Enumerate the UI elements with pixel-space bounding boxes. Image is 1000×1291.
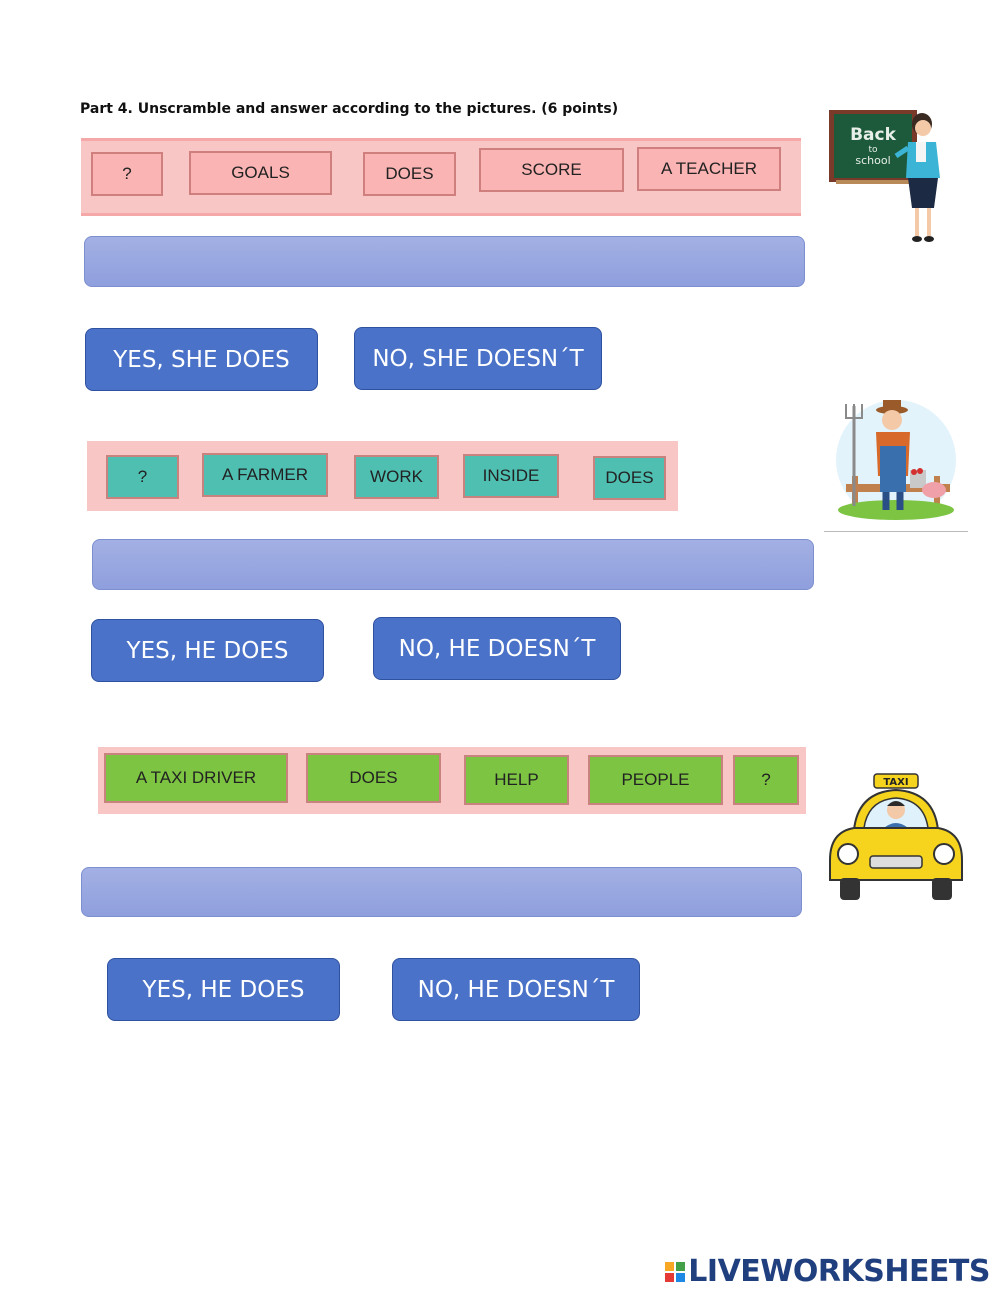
answer-field-2[interactable]: [92, 539, 814, 590]
word-tile[interactable]: DOES: [593, 456, 666, 500]
no-button-2[interactable]: NO, HE DOESN´T: [373, 617, 621, 680]
logo-text: LIVEWORKSHEETS: [688, 1254, 990, 1289]
word-tile[interactable]: HELP: [464, 755, 569, 805]
yes-button-2[interactable]: YES, HE DOES: [91, 619, 324, 682]
word-tile[interactable]: DOES: [363, 152, 456, 196]
teacher-picture: Back to school: [826, 108, 956, 248]
word-tile[interactable]: DOES: [306, 753, 441, 803]
no-button-3[interactable]: NO, HE DOESN´T: [392, 958, 640, 1021]
word-tile[interactable]: A TAXI DRIVER: [104, 753, 288, 803]
taxi-icon: TAXI: [829, 773, 963, 900]
word-tile[interactable]: ?: [733, 755, 799, 805]
word-tile[interactable]: ?: [106, 455, 179, 499]
instructions-title: Part 4. Unscramble and answer according …: [80, 101, 619, 117]
farmer-picture: [824, 396, 968, 536]
yes-button-3[interactable]: YES, HE DOES: [107, 958, 340, 1021]
word-tile[interactable]: A FARMER: [202, 453, 328, 497]
liveworksheets-logo: LIVEWORKSHEETS: [665, 1254, 990, 1289]
answer-field-3[interactable]: [81, 867, 802, 917]
answer-field-1[interactable]: [84, 236, 805, 287]
picture-underline: [824, 531, 968, 532]
taxi-sign-text: TAXI: [883, 777, 908, 788]
board-text-back: Back: [850, 125, 897, 145]
word-tile[interactable]: ?: [91, 152, 163, 196]
teacher-icon: Back to school: [829, 110, 940, 242]
yes-button-1[interactable]: YES, SHE DOES: [85, 328, 318, 391]
logo-squares-icon: [665, 1261, 686, 1282]
farmer-icon: [836, 400, 956, 520]
taxi-picture: TAXI: [824, 770, 968, 910]
no-button-1[interactable]: NO, SHE DOESN´T: [354, 327, 602, 390]
word-tile[interactable]: GOALS: [189, 151, 332, 195]
board-text-to: to: [868, 145, 878, 155]
word-tile[interactable]: SCORE: [479, 148, 624, 192]
word-tile[interactable]: INSIDE: [463, 454, 559, 498]
board-text-school: school: [855, 154, 890, 167]
word-tile[interactable]: A TEACHER: [637, 147, 781, 191]
word-tile[interactable]: WORK: [354, 455, 439, 499]
word-tile[interactable]: PEOPLE: [588, 755, 723, 805]
